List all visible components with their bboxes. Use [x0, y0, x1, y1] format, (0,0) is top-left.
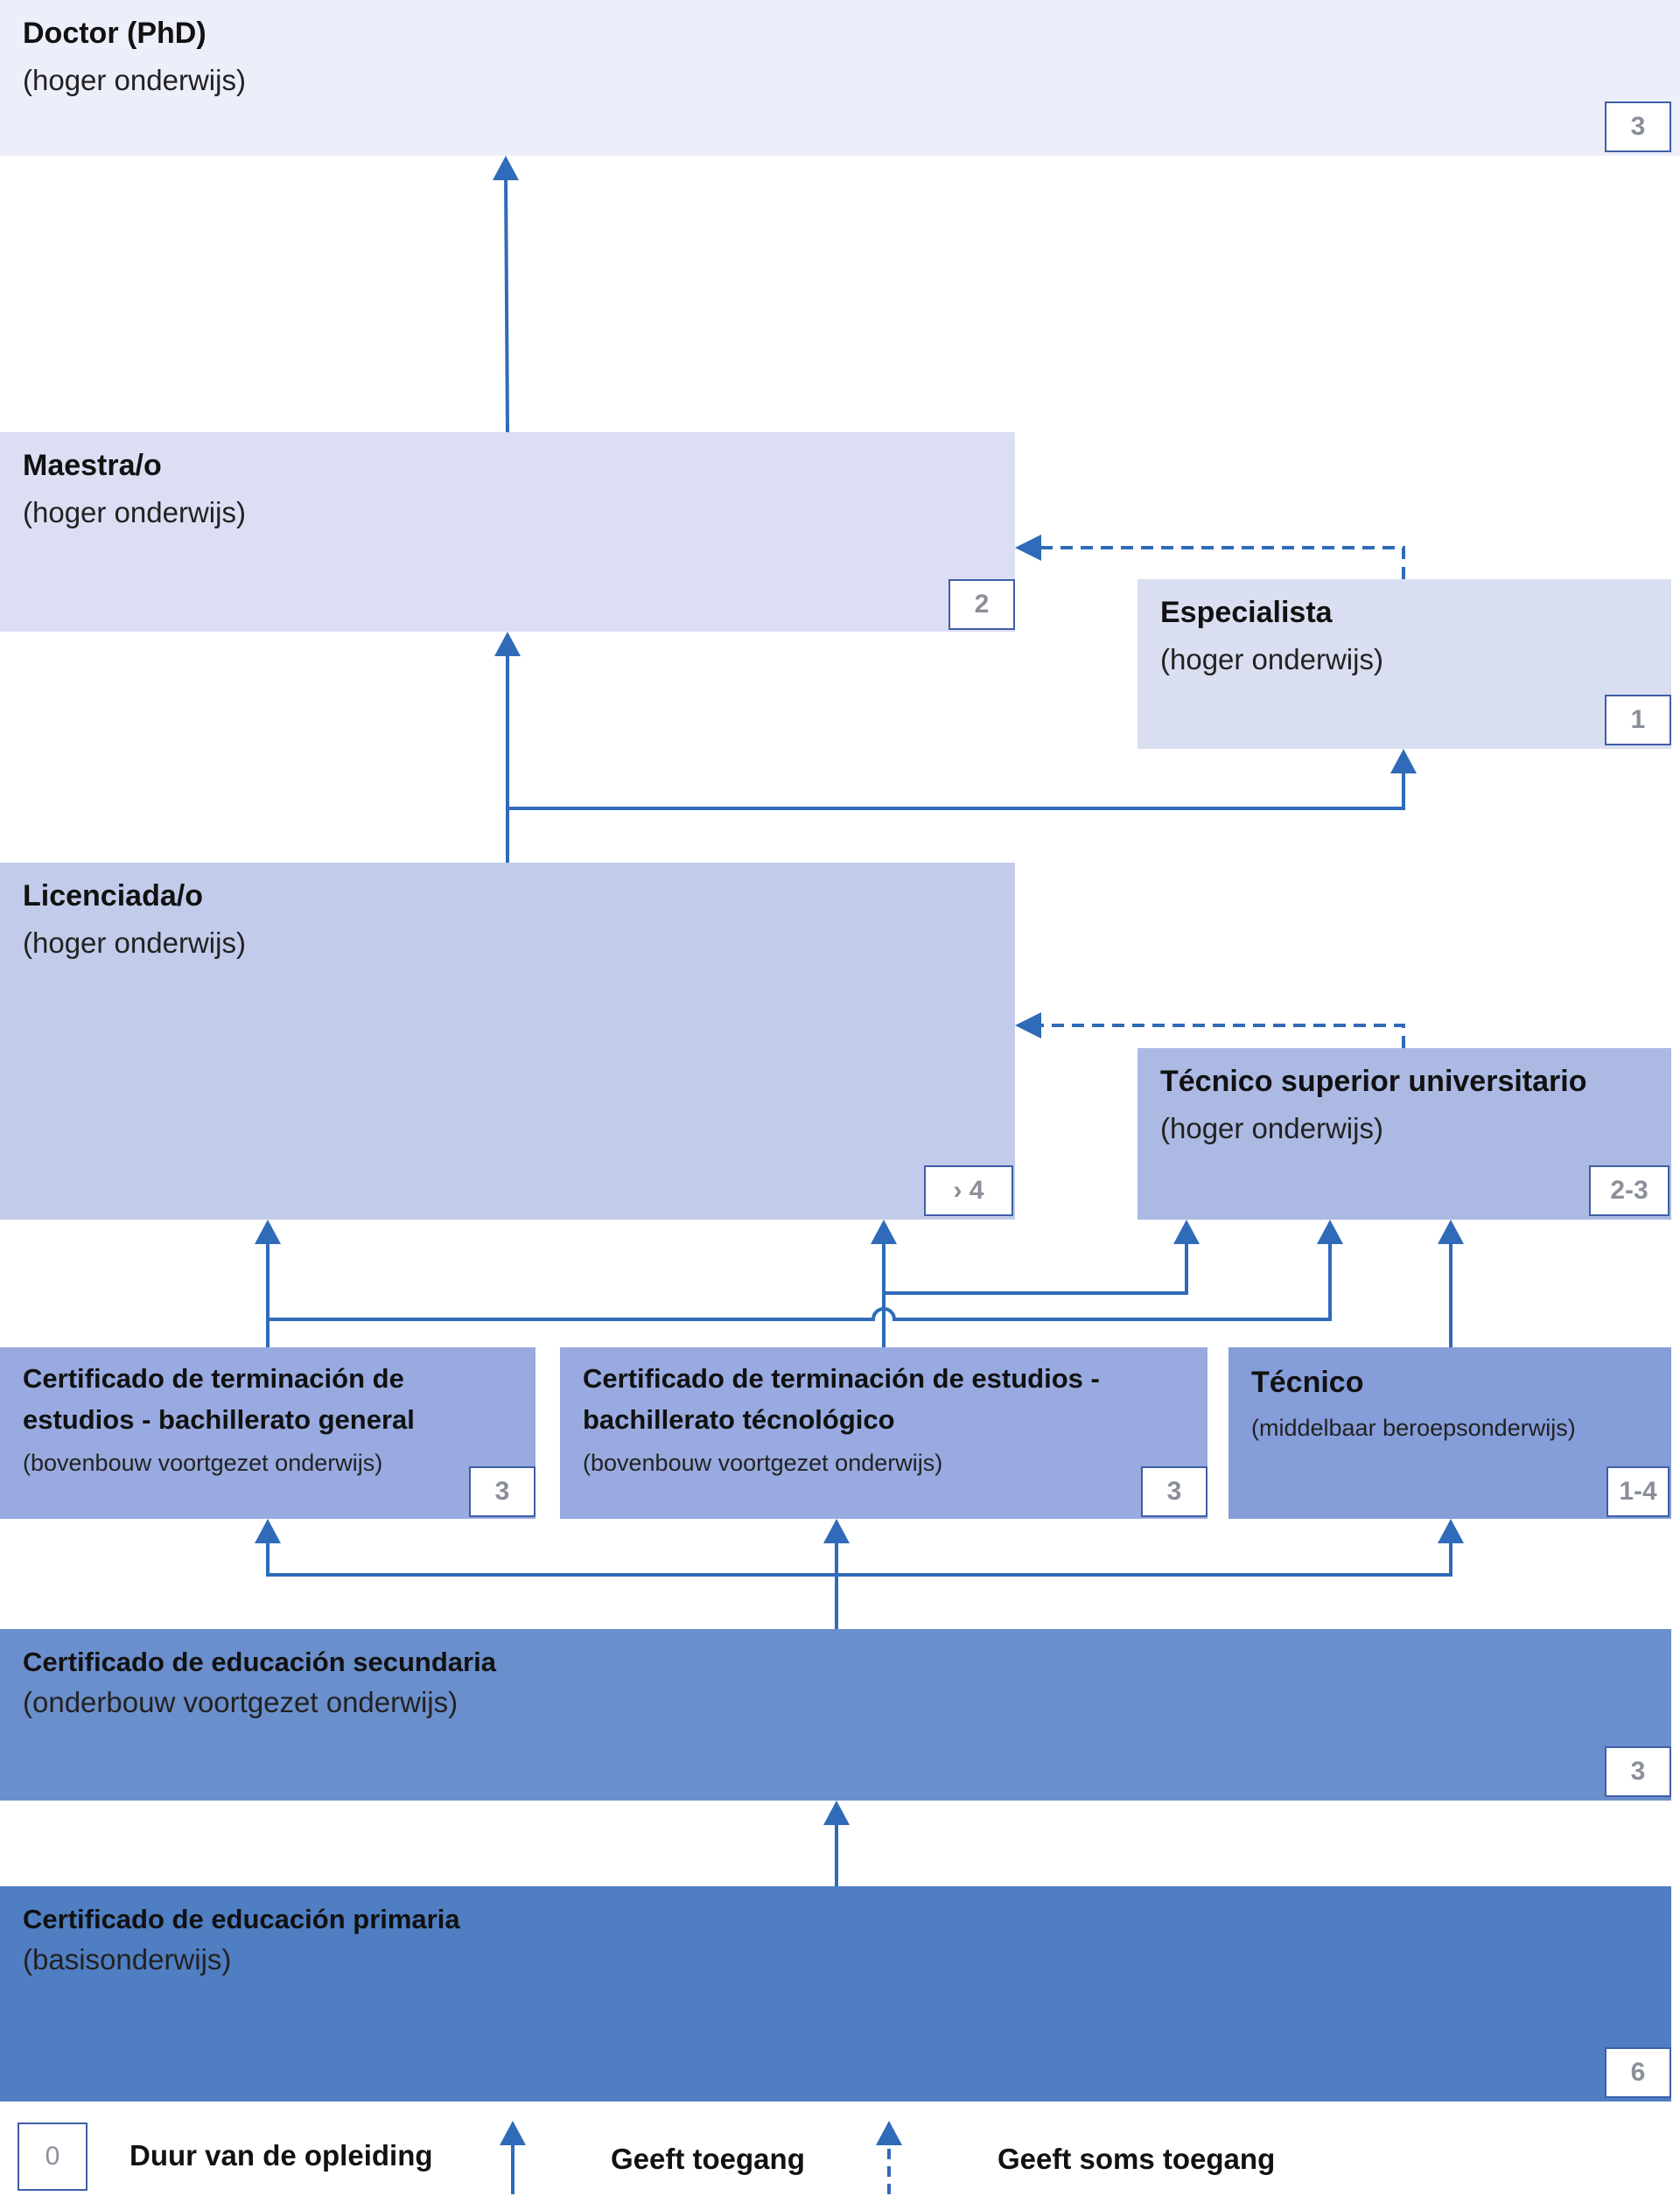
- level-maestra: Maestra/o (hoger onderwijs) 2: [0, 432, 1015, 632]
- doctor-duration-badge: 3: [1605, 101, 1671, 152]
- bach-general-duration-badge: 3: [469, 1466, 536, 1517]
- licenciada-subtitle: (hoger onderwijs): [23, 927, 246, 959]
- arrowhead-licenciada-right: [871, 1220, 897, 1244]
- tecnico-subtitle: (middelbaar beroepsonderwijs): [1251, 1415, 1576, 1441]
- arrowheads: [255, 156, 1464, 1825]
- bach-tecnologico-duration-badge: 3: [1141, 1466, 1208, 1517]
- arrowhead-secundaria: [823, 1801, 850, 1825]
- secundaria-title: Certificado de educación secundaria: [23, 1647, 496, 1677]
- arrowhead-tecnico-superior-3: [1438, 1220, 1464, 1244]
- licenciada-title: Licenciada/o: [23, 879, 203, 913]
- bach-tecnologico-subtitle: (bovenbouw voortgezet onderwijs): [583, 1450, 943, 1476]
- arrow-maestra-to-doctor: [504, 174, 509, 433]
- tecnico-duration-badge: 1-4: [1606, 1466, 1670, 1517]
- maestra-title: Maestra/o: [23, 449, 162, 482]
- tecnico-superior-duration-badge: 2-3: [1589, 1165, 1670, 1216]
- arrow-bach-tecnologico-to-tecnico-superior: [884, 1239, 1188, 1295]
- level-primaria: Certificado de educación primaria (basis…: [0, 1886, 1671, 2102]
- level-licenciada: Licenciada/o (hoger onderwijs) › 4: [0, 863, 1015, 1220]
- dashed-arrow-especialista-to-maestra: [1034, 546, 1405, 579]
- licenciada-duration-badge: › 4: [924, 1165, 1013, 1216]
- secundaria-duration-badge: 3: [1605, 1746, 1671, 1797]
- legend-duration-label: Duur van de opleiding: [130, 2139, 433, 2172]
- arrowhead-dashed-maestra: [1015, 535, 1041, 561]
- primaria-duration-badge: 6: [1605, 2047, 1671, 2098]
- level-bachillerato-general: Certificado de terminación de estudios -…: [0, 1347, 536, 1519]
- bach-general-title-line1: Certificado de terminación de: [23, 1363, 404, 1394]
- bach-general-title-line2: estudios - bachillerato general: [23, 1404, 415, 1435]
- arrowhead-bach-tecnologico: [823, 1519, 850, 1543]
- maestra-duration-badge: 2: [948, 579, 1015, 630]
- arrow-licenciada-to-especialista: [508, 768, 1405, 810]
- tecnico-superior-title: Técnico superior universitario: [1160, 1065, 1587, 1098]
- dashed-arrow-tecnico-superior-to-licenciada: [1034, 1024, 1405, 1048]
- level-doctor: Doctor (PhD) (hoger onderwijs) 3: [0, 0, 1680, 156]
- secundaria-subtitle: (onderbouw voortgezet onderwijs): [23, 1686, 458, 1718]
- bach-tecnologico-title-line1: Certificado de terminación de estudios -: [583, 1363, 1100, 1394]
- arrowhead-tecnico-superior-2: [1317, 1220, 1343, 1244]
- arrowhead-doctor: [493, 156, 519, 180]
- tecnico-title: Técnico: [1251, 1366, 1364, 1399]
- level-tecnico-superior: Técnico superior universitario (hoger on…: [1138, 1048, 1671, 1220]
- sometimes-access-lines: [1034, 546, 1405, 1048]
- bach-tecnologico-title-line2: bachillerato técnológico: [583, 1404, 895, 1435]
- legend-access-label: Geeft toegang: [611, 2143, 805, 2175]
- arrowhead-tecnico-superior-1: [1173, 1220, 1200, 1244]
- arrow-bach-general-to-tecnico-superior: [268, 1239, 1332, 1321]
- legend-duration-badge: 0: [18, 2123, 88, 2191]
- legend-access-arrowhead-icon: [500, 2121, 526, 2145]
- doctor-subtitle: (hoger onderwijs): [23, 64, 246, 96]
- maestra-subtitle: (hoger onderwijs): [23, 496, 246, 528]
- arrowhead-especialista: [1390, 749, 1417, 773]
- especialista-subtitle: (hoger onderwijs): [1160, 643, 1383, 675]
- arrow-secundaria-to-tecnico: [836, 1538, 1452, 1577]
- doctor-title: Doctor (PhD): [23, 17, 206, 50]
- arrowhead-tecnico: [1438, 1519, 1464, 1543]
- arrowhead-dashed-licenciada: [1015, 1012, 1041, 1039]
- primaria-subtitle: (basisonderwijs): [23, 1943, 232, 1976]
- primaria-title: Certificado de educación primaria: [23, 1904, 460, 1934]
- especialista-duration-badge: 1: [1605, 695, 1671, 745]
- bach-general-subtitle: (bovenbouw voortgezet onderwijs): [23, 1450, 383, 1476]
- especialista-title: Especialista: [1160, 596, 1333, 629]
- arrow-secundaria-to-bach-general: [266, 1538, 836, 1577]
- level-bachillerato-tecnologico: Certificado de terminación de estudios -…: [560, 1347, 1208, 1519]
- legend-sometimes-arrowhead-icon: [876, 2121, 902, 2145]
- access-lines: [266, 174, 1452, 1886]
- legend-sometimes-access-label: Geeft soms toegang: [998, 2143, 1276, 2175]
- tecnico-superior-subtitle: (hoger onderwijs): [1160, 1112, 1383, 1144]
- arrowhead-licenciada-left: [255, 1220, 281, 1244]
- arrowhead-maestra: [494, 632, 521, 656]
- level-secundaria: Certificado de educación secundaria (ond…: [0, 1629, 1671, 1801]
- level-especialista: Especialista (hoger onderwijs) 1: [1138, 579, 1671, 749]
- legend-symbols: [500, 2121, 902, 2194]
- level-tecnico: Técnico (middelbaar beroepsonderwijs) 1-…: [1228, 1347, 1671, 1519]
- arrowhead-bach-general: [255, 1519, 281, 1543]
